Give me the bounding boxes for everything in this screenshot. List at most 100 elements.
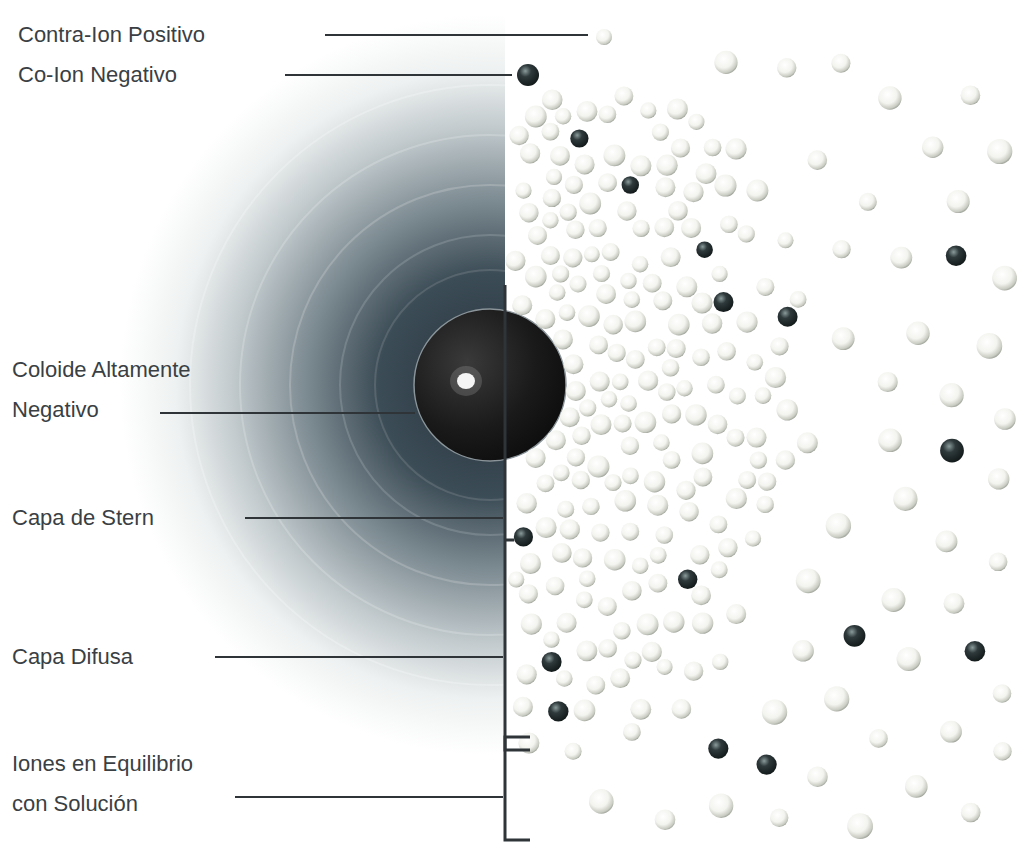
- counter-ion: [738, 471, 756, 489]
- co-ion-label: Co-Ion Negativo: [18, 62, 177, 88]
- counter-ion: [758, 472, 776, 490]
- counter-ion: [657, 659, 673, 675]
- counter-ion: [610, 668, 630, 688]
- counter-ion: [727, 429, 745, 447]
- counter-ion: [574, 700, 596, 722]
- counter-ion: [655, 218, 675, 238]
- counter-ion: [688, 114, 704, 130]
- counter-ion: [684, 661, 703, 680]
- counter-ion: [576, 591, 593, 608]
- counter-ion: [762, 699, 787, 724]
- counter-ion: [521, 614, 542, 635]
- counter-ion: [648, 338, 666, 356]
- counter-ion: [662, 359, 680, 377]
- counter-ion: [692, 443, 714, 465]
- counter-ion: [936, 531, 958, 553]
- counter-ion: [640, 102, 656, 118]
- counter-ion: [552, 265, 569, 282]
- counter-ion: [557, 613, 577, 633]
- counter-ion: [711, 561, 728, 578]
- co-ion: [965, 641, 986, 662]
- counter-ion: [676, 380, 692, 396]
- counter-ion: [546, 430, 566, 450]
- counter-ion: [922, 137, 943, 158]
- counter-ion: [587, 456, 609, 478]
- counter-ion: [549, 284, 566, 301]
- counter-ion: [630, 155, 651, 176]
- counter-ion: [778, 232, 794, 248]
- counter-ion: [542, 123, 560, 141]
- counter-ion: [796, 568, 821, 593]
- counter-ion: [988, 468, 1009, 489]
- counter-ion: [668, 201, 688, 221]
- counter-ion: [667, 99, 688, 120]
- counter-ion: [961, 803, 981, 823]
- co-ion: [757, 755, 777, 775]
- counter-ion: [718, 538, 737, 557]
- counter-ion: [658, 383, 676, 401]
- counter-ion: [679, 502, 698, 521]
- counter-ion: [947, 190, 970, 213]
- potential-halo: [120, 15, 505, 755]
- diffuse-layer-label: Capa Difusa: [12, 644, 133, 670]
- counter-ion: [710, 516, 728, 534]
- counter-ion: [655, 177, 675, 197]
- counter-ion: [649, 574, 668, 593]
- counter-ion: [831, 54, 850, 73]
- counter-ion: [604, 549, 626, 571]
- counter-ion: [589, 336, 608, 355]
- counter-ion: [993, 684, 1012, 703]
- stern-layer-label: Capa de Stern: [12, 505, 154, 531]
- counter-ion: [653, 291, 672, 310]
- counter-ion: [560, 407, 580, 427]
- counter-ion: [992, 266, 1017, 291]
- counter-ion: [692, 348, 710, 366]
- counter-ion: [726, 488, 747, 509]
- counter-ion: [644, 471, 665, 492]
- counter-ion: [578, 305, 600, 327]
- counter-ion: [726, 138, 747, 159]
- counter-ion: [615, 87, 634, 106]
- counter-ion: [553, 464, 570, 481]
- counter-ion: [517, 664, 537, 684]
- counter-ion: [566, 221, 584, 239]
- counter-ion: [615, 490, 637, 512]
- counter-ion: [567, 448, 585, 466]
- counter-ion: [620, 395, 637, 412]
- counter-ion: [832, 327, 855, 350]
- counter-ion: [878, 429, 902, 453]
- ion-cloud: [505, 51, 1017, 839]
- counter-ion: [560, 519, 580, 539]
- counter-ion: [625, 311, 647, 333]
- co-ion: [778, 307, 798, 327]
- counter-ion: [694, 468, 713, 487]
- counter-ion: [622, 581, 642, 601]
- counter-ion: [702, 313, 722, 333]
- leader-line: [215, 656, 503, 658]
- counter-ion: [575, 154, 595, 174]
- counter-ion: [552, 543, 572, 563]
- counter-ion: [596, 284, 616, 304]
- counter-ion: [624, 291, 641, 308]
- counter-ion: [685, 404, 706, 425]
- counter-ion: [792, 640, 814, 662]
- counter-ion: [591, 523, 609, 541]
- counter-ion: [826, 513, 851, 538]
- counter-ion: [906, 322, 929, 345]
- counter-ion: [668, 314, 690, 336]
- counter-ion: [691, 585, 711, 605]
- counter-ion: [977, 333, 1003, 359]
- counter-ion: [622, 467, 639, 484]
- co-ion: [708, 739, 728, 759]
- counter-ion: [824, 686, 849, 711]
- counter-ion: [614, 415, 632, 433]
- co-ion: [696, 241, 713, 258]
- counter-ion: [653, 434, 670, 451]
- counter-ion: [681, 218, 701, 238]
- counter-ion: [536, 517, 557, 538]
- bulk-bracket: [505, 737, 530, 840]
- counter-ion: [756, 278, 774, 296]
- counter-ion: [662, 404, 681, 423]
- co-ion: [570, 129, 588, 147]
- counter-ion: [676, 481, 695, 500]
